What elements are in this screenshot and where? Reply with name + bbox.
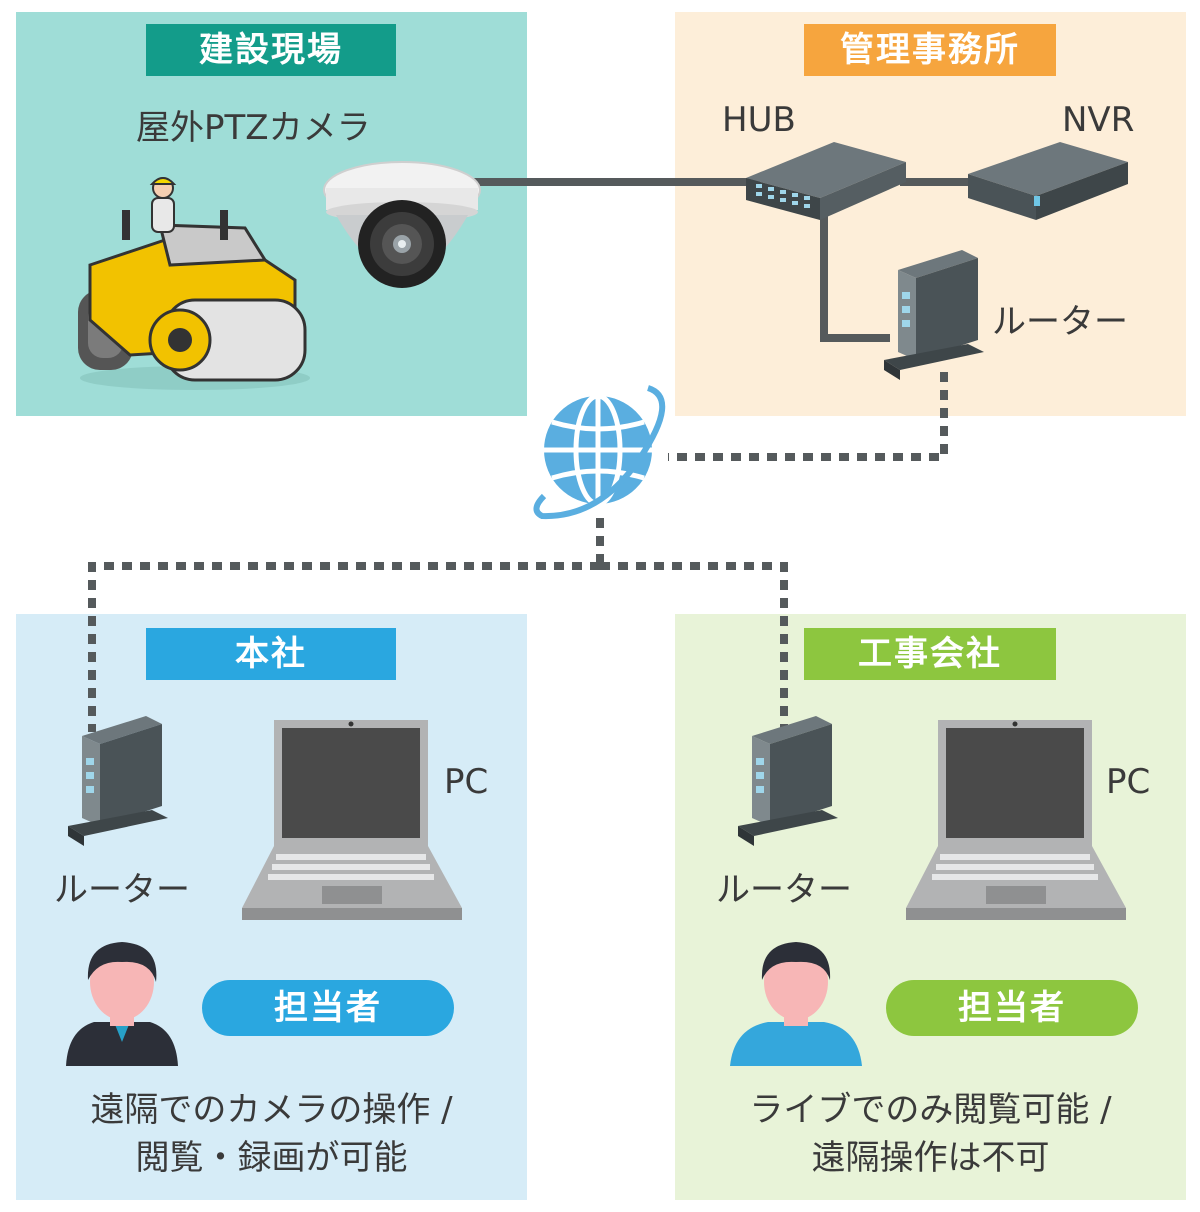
- site-tag: 建設現場: [146, 24, 396, 76]
- contractor-description-line1: ライブでのみ閲覧可能 /: [749, 1090, 1112, 1130]
- road-roller-icon: [78, 177, 310, 390]
- camera-label: 屋外PTZカメラ: [136, 108, 371, 148]
- contractor-person-pill: 担当者: [886, 980, 1138, 1036]
- contractor-laptop-icon: [906, 720, 1126, 920]
- contractor-description-line2: 遠隔操作は不可: [811, 1138, 1050, 1178]
- hq-description-line1: 遠隔でのカメラの操作 /: [90, 1090, 453, 1130]
- hq-router-internet-link: [88, 562, 600, 732]
- contractor-person-icon: [730, 942, 862, 1066]
- hq-person-pill: 担当者: [202, 980, 454, 1036]
- hub-router-cable: [820, 215, 890, 342]
- hq-router-label: ルーター: [54, 870, 190, 910]
- office-router-label: ルーター: [992, 302, 1128, 342]
- hq-tag: 本社: [146, 628, 396, 680]
- contractor-tag: 工事会社: [804, 628, 1056, 680]
- hq-pc-label: PC: [444, 762, 489, 802]
- office-tag: 管理事務所: [804, 24, 1056, 76]
- nvr-label: NVR: [1062, 100, 1135, 140]
- office-router-internet-link: [668, 372, 948, 461]
- contractor-pc-label: PC: [1106, 762, 1151, 802]
- contractor-router-internet-link: [600, 562, 788, 730]
- contractor-router-icon: [738, 716, 838, 846]
- hub-icon: [746, 142, 906, 220]
- hub-label: HUB: [722, 100, 796, 140]
- router-icon: [884, 250, 984, 380]
- nvr-icon: [968, 142, 1128, 220]
- hq-person-icon: [66, 942, 178, 1066]
- globe-icon: [533, 385, 666, 520]
- hq-description-line2: 閲覧・録画が可能: [135, 1138, 408, 1178]
- dome-camera-icon: [323, 161, 481, 288]
- hq-laptop-icon: [242, 720, 462, 920]
- contractor-router-label: ルーター: [716, 870, 852, 910]
- hq-router-icon: [68, 716, 168, 846]
